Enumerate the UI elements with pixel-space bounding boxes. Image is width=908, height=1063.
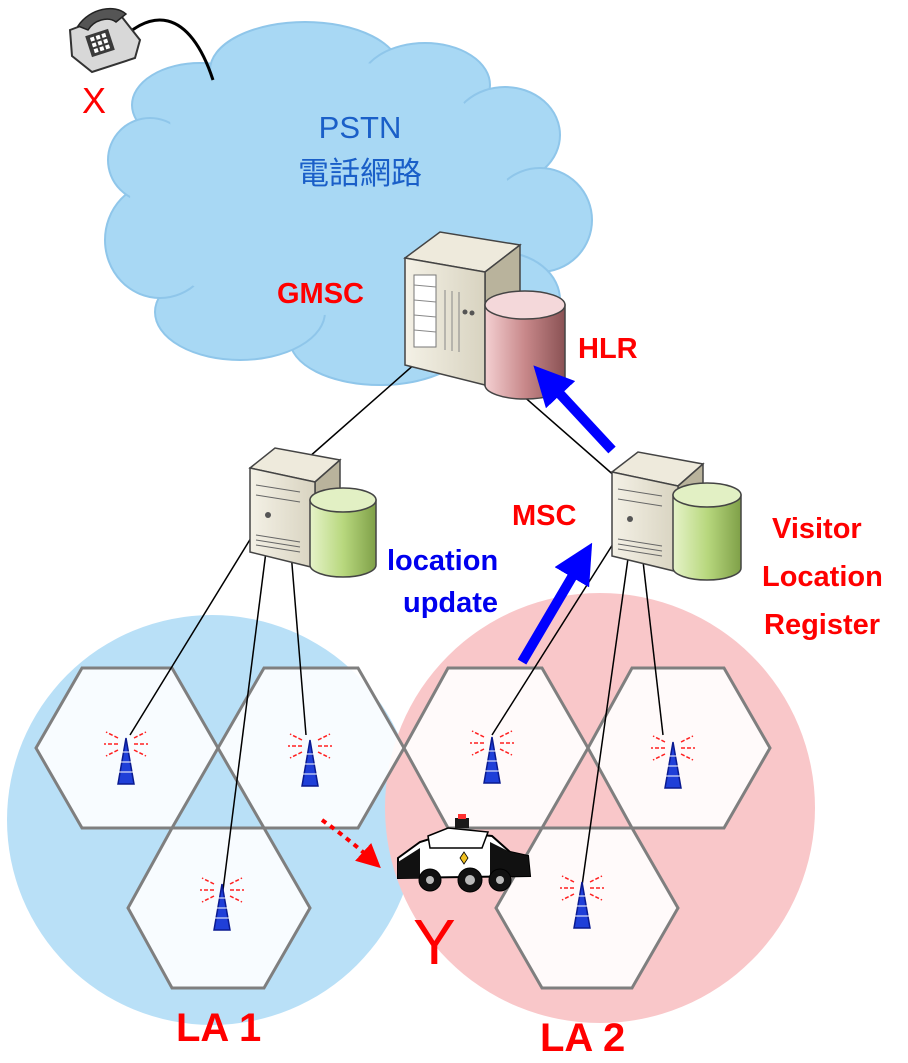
- msc-server-la1-icon: [248, 447, 342, 570]
- vlr-database-la1-icon: [309, 487, 377, 578]
- pstn-title: PSTN: [318, 110, 402, 145]
- location-area-1-label: LA 1: [176, 1006, 262, 1050]
- location-update-label-line1: location: [387, 545, 499, 577]
- arrow-location-update-to-msc: [517, 542, 593, 665]
- arrow-msc-to-hlr: [533, 365, 616, 454]
- movement-arrow: [320, 818, 381, 869]
- vlr-label-line2: Location: [762, 561, 883, 593]
- vlr-label-line1: Visitor: [772, 513, 862, 545]
- vlr-database-la2-icon: [672, 482, 742, 581]
- location-update-label-line2: update: [403, 587, 499, 619]
- vlr-label-line3: Register: [764, 609, 881, 641]
- location-area-2-label: LA 2: [540, 1016, 626, 1060]
- gmsc-label: GMSC: [277, 278, 364, 310]
- hlr-label: HLR: [578, 333, 638, 365]
- police-car-icon: [397, 814, 532, 893]
- cell-hexagon: [586, 666, 772, 830]
- mobile-label: Y: [413, 906, 456, 978]
- telephone-label: X: [82, 80, 107, 121]
- msc-label: MSC: [512, 500, 577, 532]
- pstn-subtitle: 電話網路: [298, 156, 422, 191]
- telephone-icon: [68, 7, 215, 81]
- link-gmsc-msc1: [299, 354, 426, 466]
